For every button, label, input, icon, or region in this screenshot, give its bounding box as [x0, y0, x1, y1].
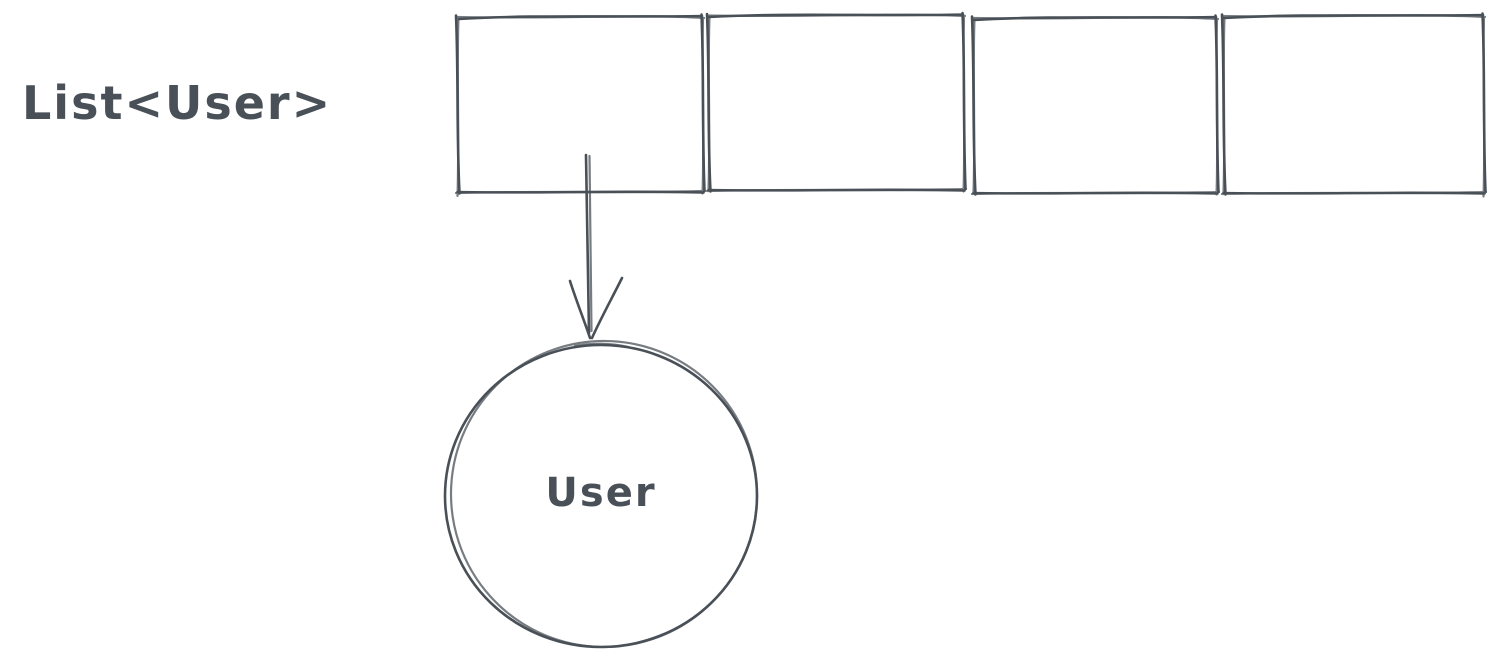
user-circle [443, 339, 759, 649]
list-cell-4 [1220, 12, 1488, 198]
list-type-label: List<User> [22, 76, 333, 130]
list-cell-1 [454, 13, 707, 198]
list-cell-3 [970, 14, 1221, 196]
user-node-label: User [545, 470, 657, 516]
connector-arrow [568, 153, 624, 340]
list-cell-2 [705, 11, 968, 193]
